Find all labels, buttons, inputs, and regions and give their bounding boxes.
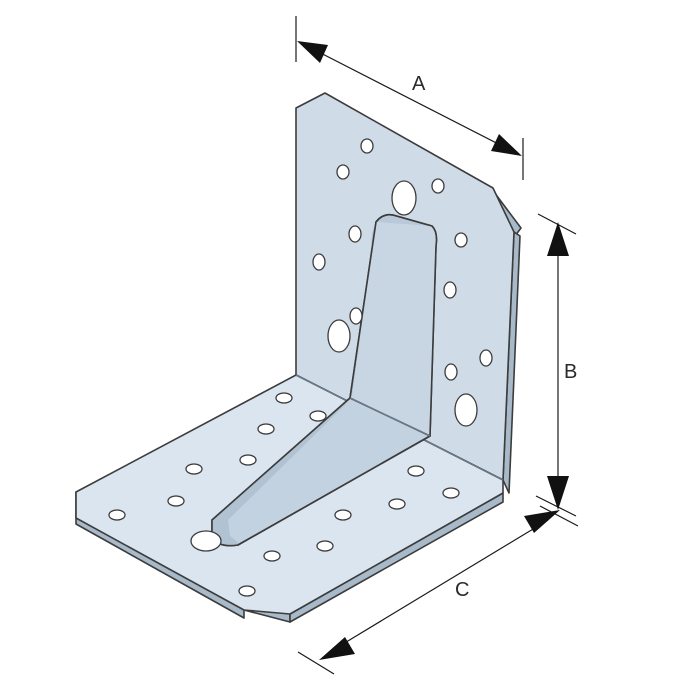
dimension-a-arrow-right <box>491 134 522 156</box>
hole <box>348 225 362 243</box>
hole <box>334 509 352 521</box>
hole <box>407 465 425 477</box>
dimension-a-label: A <box>412 73 426 95</box>
hole <box>479 349 493 367</box>
dimension-c-line <box>332 519 549 651</box>
hole <box>454 232 468 248</box>
hole <box>263 550 281 562</box>
hole-large <box>327 319 351 353</box>
hole <box>309 410 327 422</box>
hole <box>108 509 126 521</box>
dimension-c-arrow-right <box>524 510 560 533</box>
rib-fold-line <box>349 397 431 437</box>
hole <box>239 454 257 466</box>
dimension-a: A <box>295 16 524 180</box>
hole <box>257 423 275 435</box>
hole-large <box>454 393 478 427</box>
rib-vertical-face <box>350 222 437 436</box>
hole <box>238 585 256 597</box>
dimension-b-arrow-bottom <box>547 476 569 510</box>
hole <box>275 392 293 404</box>
hole <box>312 253 326 271</box>
hole <box>349 307 363 325</box>
vertical-flange-holes <box>312 138 493 427</box>
dimension-c-label: C <box>455 579 469 601</box>
hole <box>431 178 445 194</box>
hole <box>336 164 350 180</box>
hole-large <box>190 530 222 552</box>
dimension-c-extension-left <box>297 651 335 675</box>
hole-large <box>391 180 417 216</box>
dimension-a-arrow-left <box>297 41 328 63</box>
dimension-b-extension-top <box>537 213 577 235</box>
dimension-b-arrow-top <box>547 222 569 256</box>
dimension-b: B <box>535 213 577 517</box>
hole <box>442 487 460 499</box>
hole <box>185 463 203 475</box>
hole <box>167 495 185 507</box>
dimension-c-extension-right <box>539 505 579 527</box>
hole <box>388 498 406 510</box>
dimension-b-extension-bottom <box>535 495 577 517</box>
rib-horizontal-shadow <box>212 398 350 546</box>
dimension-a-line <box>304 44 513 152</box>
dimension-c: C <box>297 505 579 675</box>
horizontal-flange-holes <box>108 392 460 597</box>
hole <box>444 363 458 381</box>
dimension-b-label: B <box>564 361 577 383</box>
hole <box>443 281 457 299</box>
hole <box>316 540 334 552</box>
dimension-c-arrow-left <box>319 637 355 660</box>
hole <box>360 138 374 154</box>
